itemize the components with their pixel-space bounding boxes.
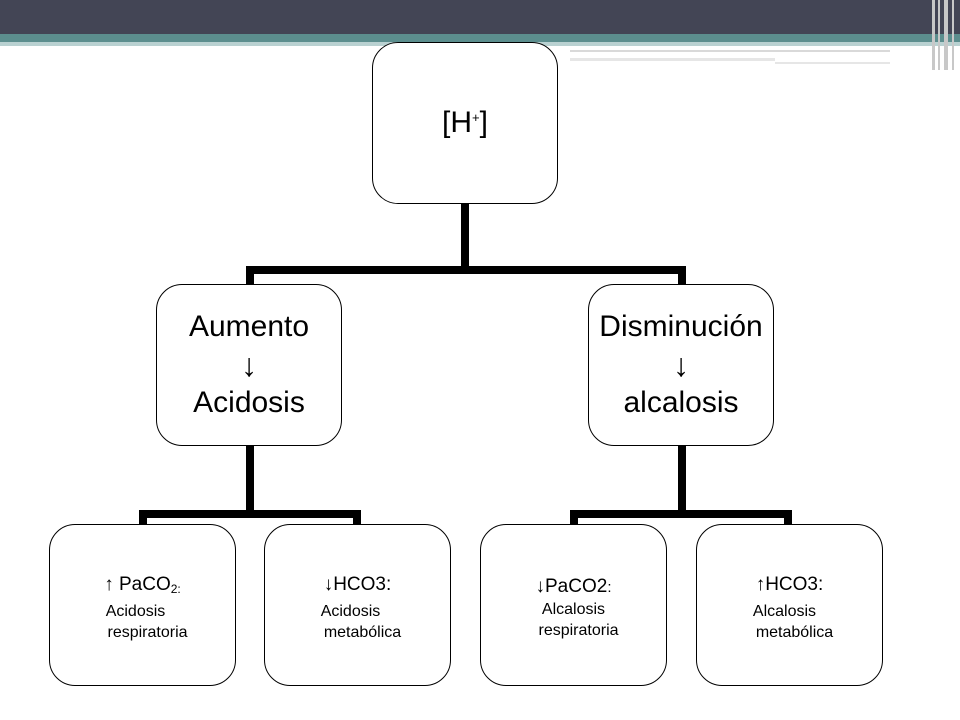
leaf-node-acidosis-respiratoria: ↑ PaCO2: Acidosis respiratoria [49,524,236,686]
root-label: [H+] [442,106,488,139]
leaf-line: Acidosis [320,603,381,620]
connector-left-stem [246,446,254,514]
leaf-title: ↓HCO3: [323,574,392,595]
connector-left-child1-drop [139,510,147,524]
connector-right-child1-drop [570,510,578,524]
down-arrow-icon: ↓ [241,347,257,383]
leaf-title: ↑HCO3: [755,574,824,595]
root-node: [H+] [372,42,558,204]
leaf-line: Alcalosis [752,603,817,620]
leaf-node-alcalosis-metabolica: ↑HCO3: Alcalosis metabólica [696,524,883,686]
connector-root-bar [246,266,686,274]
header-rule [570,58,775,61]
connector-right-stem [678,446,686,514]
branch-node-disminucion: Disminución ↓ alcalosis [588,284,774,446]
connector-left-child2-drop [353,510,361,524]
leaf-line: metabólica [755,624,834,641]
leaf-node-acidosis-metabolica: ↓HCO3: Acidosis metabólica [264,524,451,686]
leaf-line: respiratoria [538,622,619,639]
connector-right-drop [678,266,686,284]
leaf-line: respiratoria [107,624,188,641]
slide-header-accent [0,34,960,42]
leaf-title: ↑ PaCO2: [104,574,181,596]
connector-right-child2-drop [784,510,792,524]
header-rule [570,50,890,52]
branch-title: Aumento [188,310,310,343]
branch-subtitle: Acidosis [193,386,305,419]
branch-title: Disminución [599,310,763,343]
connector-left-drop [246,266,254,284]
slide-header-bar [0,0,960,34]
leaf-line: Alcalosis [541,601,606,618]
connector-right-bar [570,510,792,518]
leaf-title: ↓PaCO2: [535,576,612,597]
down-arrow-icon: ↓ [673,347,689,383]
connector-root-stem [461,204,469,270]
branch-node-aumento: Aumento ↓ Acidosis [156,284,342,446]
connector-left-bar [139,510,361,518]
branch-subtitle: alcalosis [623,386,739,419]
corner-stripes [930,0,960,70]
leaf-line: Acidosis [105,603,166,620]
leaf-line: metabólica [323,624,402,641]
leaf-node-alcalosis-respiratoria: ↓PaCO2: Alcalosis respiratoria [480,524,667,686]
header-rule [775,62,890,64]
